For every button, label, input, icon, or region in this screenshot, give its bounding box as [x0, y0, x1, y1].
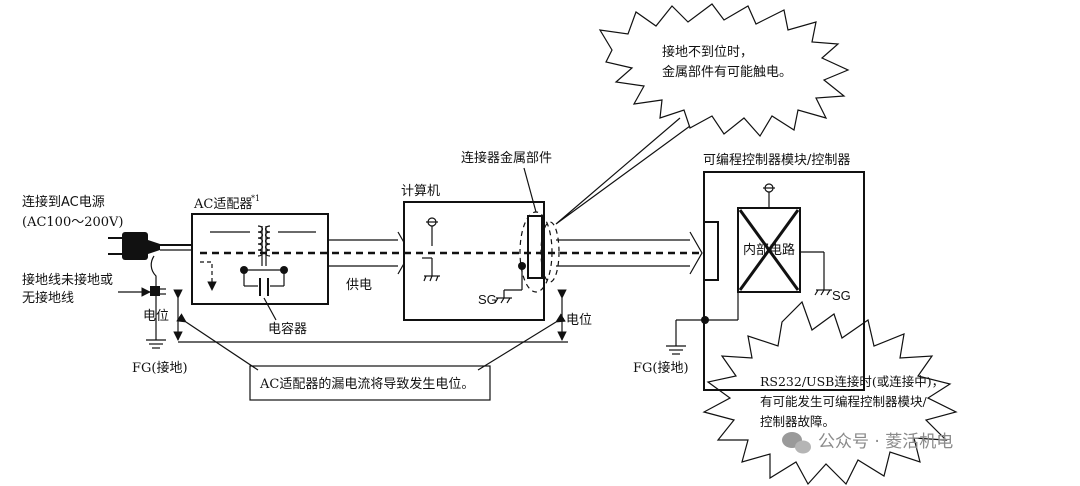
- ground-symbol-left: [146, 296, 166, 349]
- ground-wire-label-2: 无接地线: [22, 290, 74, 306]
- callout-top-line2: 金属部件有可能触电。: [662, 64, 792, 80]
- sg-computer-label: SG: [478, 292, 497, 307]
- connector-leader: [523, 167, 537, 213]
- leakage-pointer-left: [176, 313, 259, 371]
- ground-symbol-right: [666, 320, 686, 355]
- leakage-pointer-right: [477, 313, 566, 371]
- fg-right-label: FG(接地): [633, 360, 689, 376]
- ground-wire-label-1: 接地线未接地或: [22, 272, 113, 288]
- computer-box: [403, 201, 545, 321]
- ground-wire-plug-icon: [150, 286, 166, 296]
- capacitor-leader: [263, 297, 277, 321]
- ac-plug-icon: [108, 232, 192, 290]
- plc-power-icon: [763, 183, 775, 208]
- communication-cable-arrow: [556, 231, 703, 275]
- computer-connector: [527, 215, 543, 279]
- fg-left-label: FG(接地): [132, 360, 188, 376]
- ac-voltage-label: (AC100～200V): [22, 215, 124, 230]
- computer-circuit-icon: [422, 217, 440, 282]
- leakage-note-text: AC适配器的漏电流将导致发生电位。: [259, 376, 474, 392]
- transformer-icon: [210, 225, 316, 287]
- callout-bottom-line1: RS232/USB连接时(或连接中)，: [760, 374, 944, 389]
- sg-ground-icon-plc: [814, 289, 832, 296]
- wechat-logo-icon: [782, 432, 811, 454]
- plc-label: 可编程控制器模块/控制器: [703, 153, 850, 168]
- callout-bubble-top: 接地不到位时， 金属部件有可能触电。: [555, 3, 850, 225]
- ac-source-label: 连接到AC电源: [22, 194, 105, 210]
- power-supply-label: 供电: [346, 278, 372, 293]
- sg-plc-label: SG: [832, 288, 851, 303]
- potential-right-label: 电位: [566, 313, 592, 328]
- watermark-text: 公众号 · 菱活机电: [818, 432, 953, 452]
- capacitor-label: 电容器: [268, 321, 307, 337]
- callout-bubble-bottom: RS232/USB连接时(或连接中)， 有可能发生可编程控制器模块/ 控制器故障…: [702, 300, 958, 486]
- callout-bottom-line2: 有可能发生可编程控制器模块/: [760, 394, 928, 409]
- leak-current-arrow: [200, 261, 217, 291]
- fault-cross-icon: [738, 209, 800, 291]
- computer-label: 计算机: [401, 184, 440, 199]
- plc-connector: [703, 221, 719, 281]
- callout-top-line1: 接地不到位时，: [662, 44, 753, 60]
- capacitor-icon: [259, 278, 269, 296]
- ac-adapter-footnote: *1: [251, 194, 260, 203]
- watermark: 公众号 · 菱活机电: [782, 432, 953, 454]
- leakage-note-box: [249, 365, 491, 401]
- connector-metal-label: 连接器金属部件: [461, 150, 552, 166]
- callout-bottom-line3: 控制器故障。: [760, 414, 835, 429]
- sg-ground-icon-computer: [494, 290, 512, 304]
- ac-adapter-label: AC适配器: [193, 197, 252, 212]
